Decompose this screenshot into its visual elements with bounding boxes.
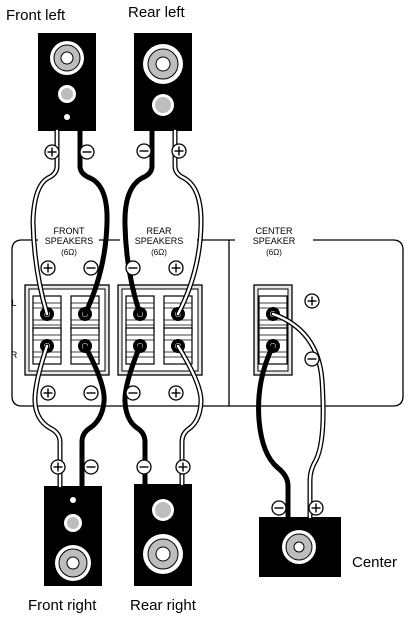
center-speaker-title-line2: SPEAKER — [253, 236, 296, 246]
minus-icon — [304, 351, 320, 367]
speaker-rear-right — [134, 484, 192, 586]
center-speaker-terminal-block — [253, 284, 293, 376]
front-speakers-title-line2: SPEAKERS — [45, 236, 94, 246]
speaker-center — [259, 517, 341, 577]
minus-icon — [125, 260, 141, 276]
speaker-front-left — [38, 33, 96, 131]
label-front-right: Front right — [28, 597, 97, 614]
front-speakers-title-line1: FRONT — [54, 226, 85, 236]
minus-icon — [79, 144, 95, 160]
plus-icon — [168, 260, 184, 276]
plus-icon — [40, 260, 56, 276]
minus-icon — [271, 500, 287, 516]
minus-icon — [136, 143, 152, 159]
speaker-wires — [30, 128, 326, 520]
speaker-front-right — [44, 486, 102, 586]
rear-speakers-ohm: (6Ω) — [151, 248, 167, 257]
row-label-l: L — [11, 298, 16, 308]
rear-speakers-title-line1: REAR — [146, 226, 172, 236]
label-center: Center — [352, 554, 398, 571]
label-rear-right: Rear right — [130, 597, 196, 614]
speaker-rear-left — [134, 33, 192, 131]
plus-icon — [308, 500, 324, 516]
front-speakers-terminal-block — [24, 284, 110, 376]
plus-icon — [175, 459, 191, 475]
label-rear-left: Rear left — [128, 4, 185, 21]
plus-icon — [171, 143, 187, 159]
front-speakers-ohm: (6Ω) — [61, 248, 77, 257]
plus-icon — [40, 385, 56, 401]
plus-icon — [304, 293, 320, 309]
amplifier-terminal-panel — [11, 239, 404, 407]
minus-icon — [83, 385, 99, 401]
minus-icon — [83, 260, 99, 276]
row-label-r: R — [11, 350, 18, 360]
plus-icon — [44, 144, 60, 160]
center-speaker-title-line1: CENTER — [255, 226, 293, 236]
label-front-left: Front left — [6, 7, 66, 24]
minus-icon — [136, 459, 152, 475]
plus-icon — [50, 459, 66, 475]
center-speaker-ohm: (6Ω) — [266, 248, 282, 257]
plus-icon — [168, 385, 184, 401]
minus-icon — [83, 459, 99, 475]
rear-speakers-title-line2: SPEAKERS — [135, 236, 184, 246]
minus-icon — [125, 385, 141, 401]
